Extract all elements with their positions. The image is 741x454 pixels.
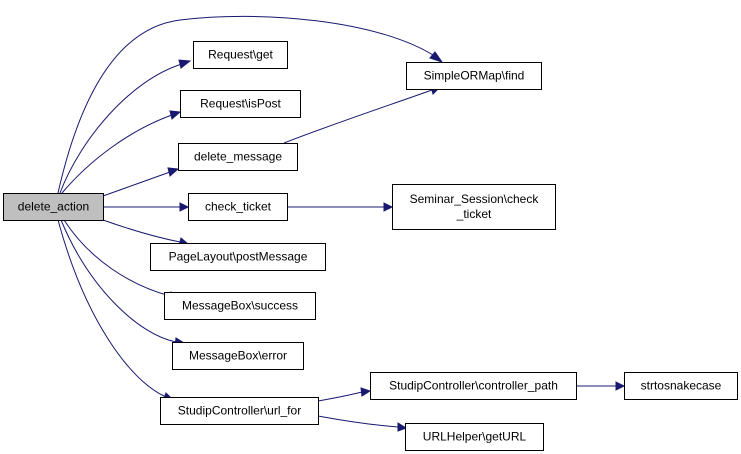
arrowhead-icon: [615, 381, 626, 391]
arrowhead-icon: [360, 387, 372, 397]
edge-line: [61, 114, 173, 194]
edge-delete_action-to-request_ispost: [61, 110, 182, 194]
node-label: StudipController\url_for: [178, 404, 301, 418]
edge-delete_action-to-pagelayout_postmessage: [102, 219, 190, 247]
node-simpleormap_find[interactable]: SimpleORMap\find: [406, 62, 542, 90]
node-label: URLHelper\getURL: [423, 430, 527, 444]
edge-line: [60, 219, 177, 343]
edge-check_ticket-to-seminar_session_check_ticket: [287, 202, 394, 212]
arrowhead-icon: [167, 167, 180, 177]
edge-studipcontroller_url_for-to-urlhelper_geturl: [317, 415, 408, 432]
node-box: [180, 90, 301, 118]
edge-line: [317, 415, 399, 428]
node-box: [193, 41, 288, 69]
edge-line: [102, 219, 181, 243]
node-box: [405, 423, 544, 451]
arrowhead-icon: [178, 59, 192, 69]
node-box: [3, 193, 104, 221]
node-messagebox_success[interactable]: MessageBox\success: [164, 292, 316, 320]
node-label: Request\get: [208, 48, 273, 62]
edge-line: [283, 89, 433, 144]
edge-delete_action-to-simpleormap_find: [57, 15, 444, 194]
node-box: [370, 372, 577, 400]
node-box: [188, 193, 288, 221]
node-box: [164, 292, 316, 320]
node-label: MessageBox\error: [189, 349, 287, 363]
node-box: [392, 184, 556, 230]
node-label: MessageBox\success: [182, 299, 298, 313]
edges-layer: [57, 15, 626, 432]
node-studipcontroller_url_for[interactable]: StudipController\url_for: [160, 397, 319, 425]
node-label: strtosnakecase: [641, 379, 722, 393]
node-label: PageLayout\postMessage: [169, 250, 308, 264]
node-box: [172, 342, 304, 370]
node-messagebox_error[interactable]: MessageBox\error: [172, 342, 304, 370]
node-label: check_ticket: [205, 200, 272, 214]
node-strtosnakecase[interactable]: strtosnakecase: [624, 372, 738, 400]
node-pagelayout_postmessage[interactable]: PageLayout\postMessage: [150, 243, 326, 271]
node-seminar_session_check_ticket[interactable]: Seminar_Session\check_ticket: [392, 184, 556, 230]
edge-delete_action-to-request_get: [59, 59, 192, 194]
arrowhead-icon: [397, 422, 408, 432]
node-label: SimpleORMap\find: [424, 69, 525, 83]
node-check_ticket[interactable]: check_ticket: [188, 193, 288, 221]
edge-line: [102, 171, 171, 197]
node-box: [178, 143, 298, 171]
edge-line: [57, 219, 165, 397]
edge-line: [63, 219, 171, 297]
node-delete_action[interactable]: delete_action: [3, 193, 104, 221]
node-delete_message[interactable]: delete_message: [178, 143, 298, 171]
arrowhead-icon: [169, 110, 182, 120]
edge-delete_message-to-simpleormap_find: [283, 85, 442, 144]
edge-line: [317, 391, 363, 402]
node-label: Seminar_Session\check: [410, 192, 540, 206]
node-request_ispost[interactable]: Request\isPost: [180, 90, 301, 118]
node-box: [406, 62, 542, 90]
node-label: Request\isPost: [200, 97, 281, 111]
node-label: delete_message: [194, 150, 282, 164]
arrowhead-icon: [383, 202, 394, 212]
nodes-layer: delete_action Request\getSimpleORMap\find…: [3, 41, 738, 451]
edge-line: [59, 63, 183, 194]
node-studipcontroller_controller_path[interactable]: StudipController\controller_path: [370, 372, 577, 400]
arrowhead-icon: [429, 51, 444, 63]
edge-delete_action-to-delete_message: [102, 167, 180, 197]
node-request_get[interactable]: Request\get: [193, 41, 288, 69]
node-box: [150, 243, 326, 271]
edge-studipcontroller_url_for-to-studipcontroller_controller_path: [317, 387, 372, 402]
node-box: [160, 397, 319, 425]
edge-line: [57, 15, 437, 194]
node-label: _ticket: [456, 207, 492, 221]
node-label: StudipController\controller_path: [389, 379, 558, 393]
node-label: delete_action: [18, 200, 89, 214]
node-urlhelper_geturl[interactable]: URLHelper\getURL: [405, 423, 544, 451]
arrowhead-icon: [179, 202, 190, 212]
edge-studipcontroller_controller_path-to-strtosnakecase: [576, 381, 626, 391]
node-box: [624, 372, 738, 400]
edge-delete_action-to-check_ticket: [103, 202, 190, 212]
